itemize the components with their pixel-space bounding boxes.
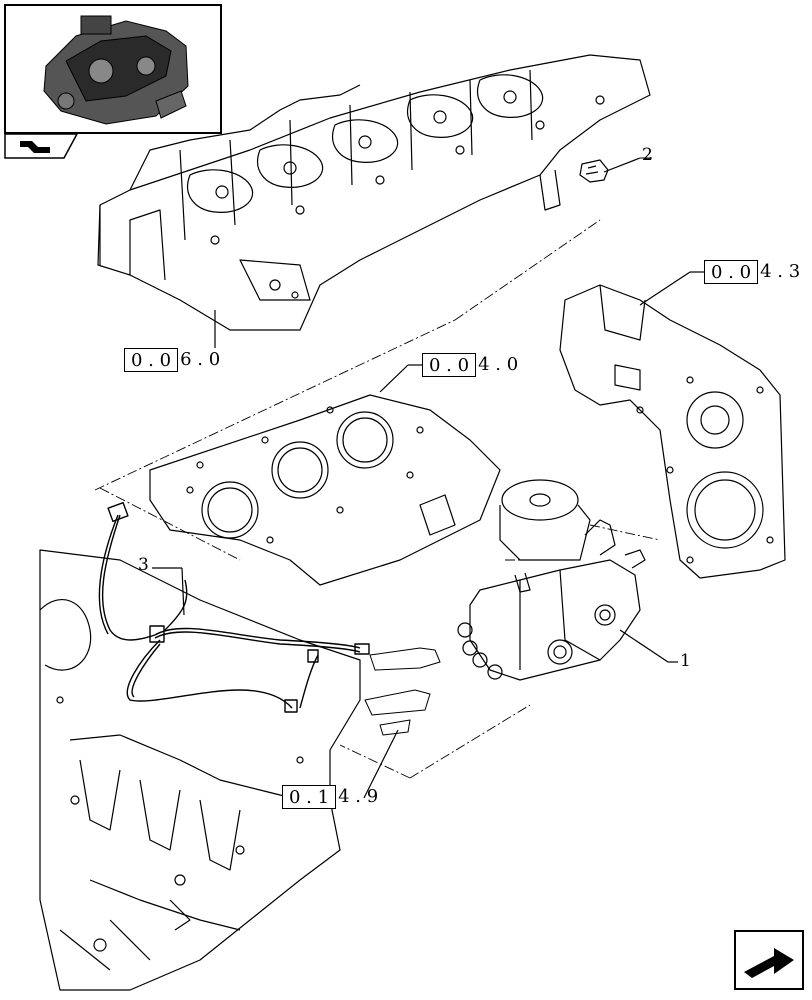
temperature-sender-drawing	[579, 157, 652, 183]
timing-cover-drawing	[559, 284, 786, 579]
ref-boxed-part: 0 . 0	[704, 260, 759, 284]
ref-boxed-part: 0 . 0	[124, 348, 179, 372]
wiring-harness-drawing	[98, 501, 370, 713]
engine-block-drawing	[39, 549, 361, 991]
ref-boxed-part: 0 . 0	[422, 353, 477, 377]
ref-rest-part: 4 . 9	[338, 786, 379, 807]
callout-3: 3	[138, 555, 149, 575]
ref-label-0060[interactable]: 0 . 0 6 . 0	[124, 348, 220, 372]
assembly-tab-icon	[4, 133, 79, 159]
ref-label-0149[interactable]: 0 . 1 4 . 9	[282, 785, 378, 809]
ref-label-0040[interactable]: 0 . 0 4 . 0	[422, 353, 518, 377]
assembly-tab	[4, 133, 79, 159]
ref-rest-part: 4 . 3	[760, 261, 801, 282]
engine-thumbnail-icon	[43, 15, 189, 125]
ref-label-0043[interactable]: 0 . 0 4 . 3	[704, 260, 800, 284]
ref-boxed-part: 0 . 1	[282, 785, 337, 809]
callout-2: 2	[642, 145, 653, 165]
fuel-pipes-drawing	[364, 647, 441, 736]
ref-rest-part: 4 . 0	[478, 354, 519, 375]
injection-pump-drawing	[457, 479, 646, 681]
assembly-lines	[94, 219, 661, 779]
callout-1: 1	[680, 651, 691, 671]
head-gasket-drawing	[149, 394, 501, 586]
next-page-arrow-icon	[734, 930, 804, 990]
next-page-button[interactable]	[734, 930, 804, 990]
cylinder-head-drawing	[97, 54, 651, 331]
ref-rest-part: 6 . 0	[180, 349, 221, 370]
engine-thumbnail-frame	[4, 4, 222, 134]
